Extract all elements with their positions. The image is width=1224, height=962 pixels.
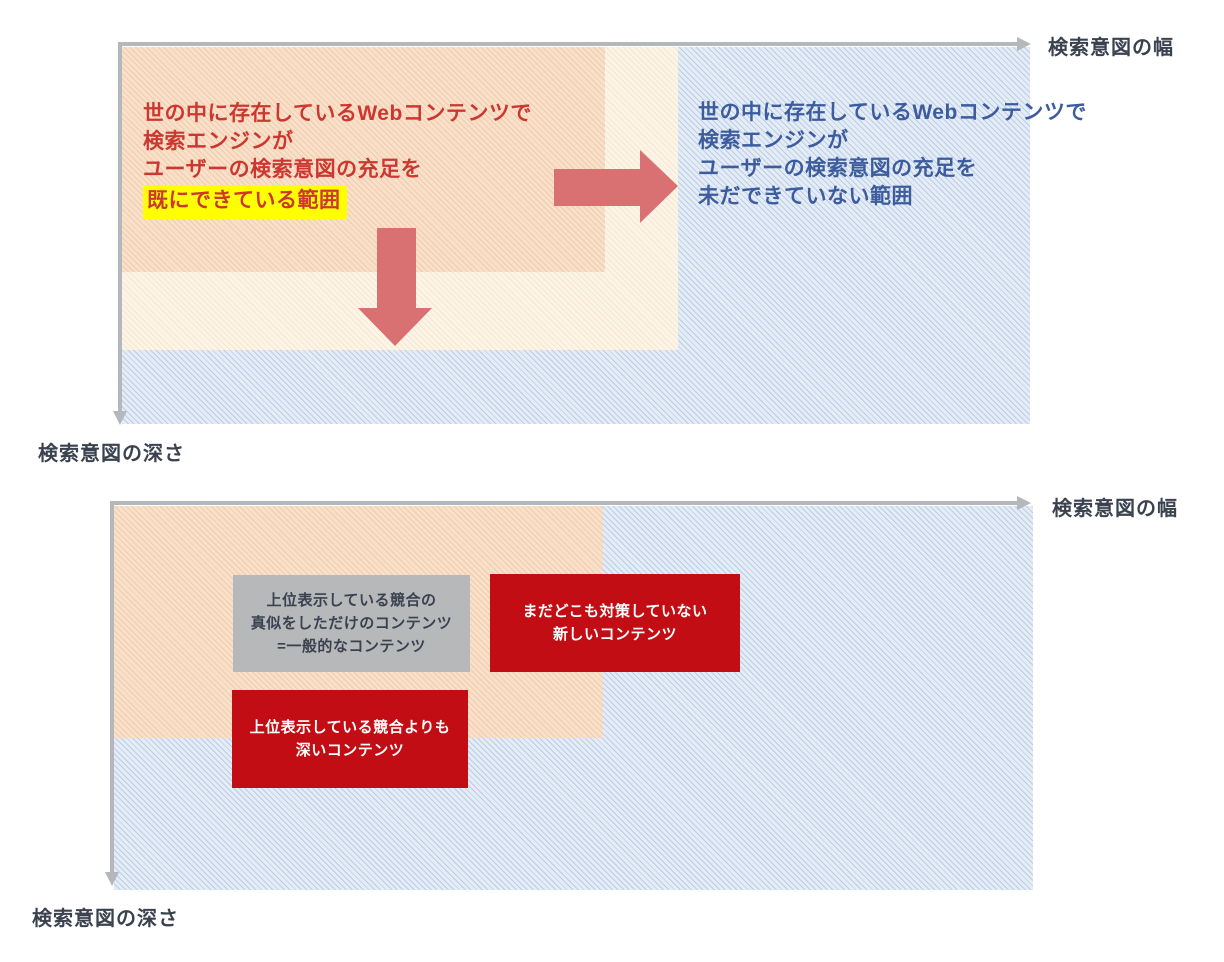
y-axis-arrowhead-icon — [105, 872, 119, 886]
covered-text-block: 世の中に存在しているWebコンテンツで 検索エンジンが ユーザーの検索意図の充足… — [143, 100, 532, 219]
x-axis-arrowhead-icon — [1017, 37, 1031, 51]
y-axis-line — [118, 42, 122, 412]
generic-content-box: 上位表示している競合の 真似をしただけのコンテンツ =一般的なコンテンツ — [233, 575, 470, 672]
covered-text-highlight: 既にできている範囲 — [143, 185, 347, 219]
content-strategy-diagram: 検索意図の幅 検索意図の深さ 上位表示している競合の 真似をしただけのコンテンツ… — [0, 480, 1224, 962]
deep-content-box: 上位表示している競合よりも 深いコンテンツ — [232, 690, 468, 788]
covered-text-lines: 世の中に存在しているWebコンテンツで 検索エンジンが ユーザーの検索意図の充足… — [143, 102, 532, 181]
expand-width-arrow-shaft — [554, 169, 640, 206]
y-axis-label: 検索意図の深さ — [32, 908, 179, 930]
covered-region-inner — [122, 47, 605, 272]
expand-width-arrow-icon — [554, 150, 680, 224]
x-axis-arrowhead-icon — [1017, 496, 1031, 510]
x-axis-line — [110, 501, 1018, 505]
y-axis-line — [110, 501, 114, 873]
uncovered-text-block: 世の中に存在しているWebコンテンツで 検索エンジンが ユーザーの検索意図の充足… — [698, 101, 1087, 208]
x-axis-label: 検索意図の幅 — [1052, 498, 1178, 520]
search-intent-coverage-diagram: 検索意図の幅 検索意図の深さ 世の中に存在しているWebコンテンツで 検索エンジ… — [0, 0, 1224, 480]
x-axis-label: 検索意図の幅 — [1048, 37, 1174, 59]
new-content-box: まだどこも対策していない 新しいコンテンツ — [490, 574, 740, 672]
expand-depth-arrow-head — [358, 308, 432, 346]
y-axis-label: 検索意図の深さ — [38, 443, 185, 465]
expand-width-arrow-head — [640, 150, 678, 223]
expand-depth-arrow-icon — [358, 228, 432, 346]
y-axis-arrowhead-icon — [113, 411, 127, 425]
expand-depth-arrow-shaft — [377, 228, 416, 309]
x-axis-line — [118, 42, 1018, 46]
